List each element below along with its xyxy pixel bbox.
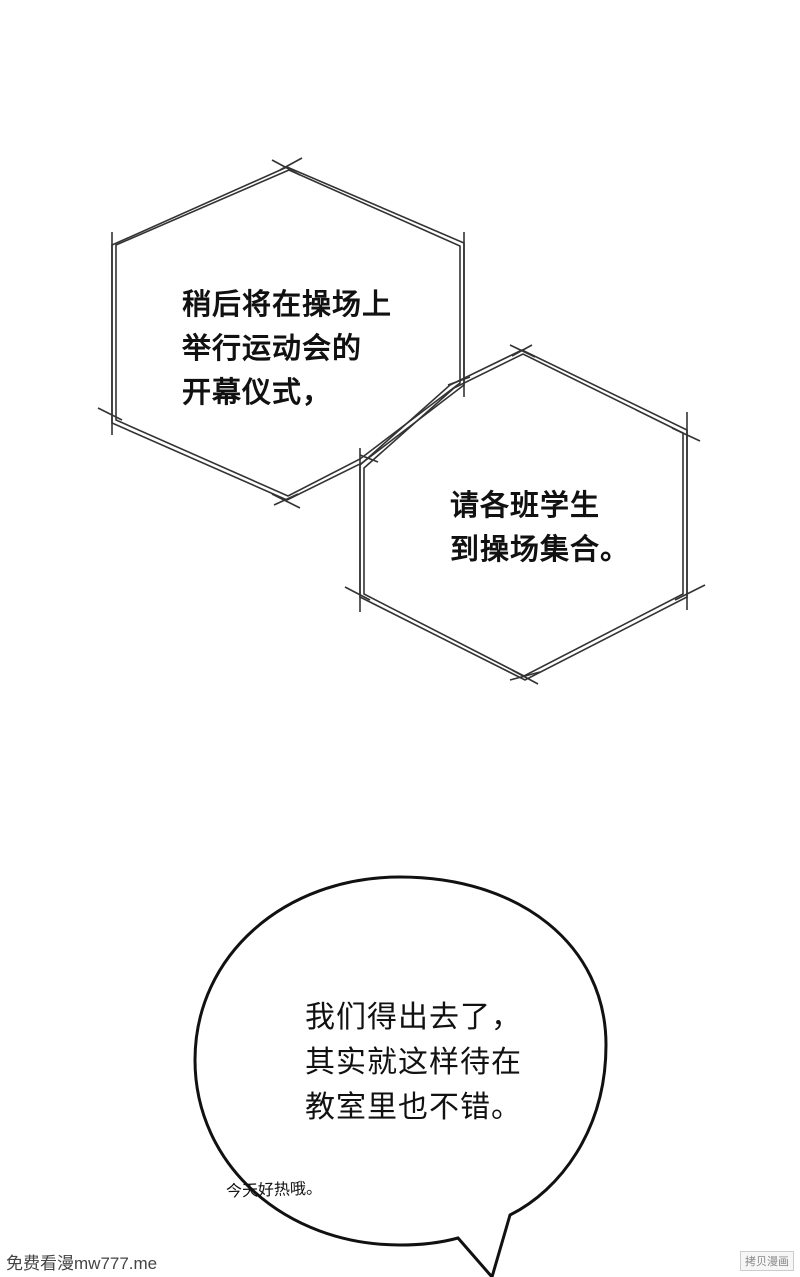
whisper-text: 今天好热哦。 <box>225 1178 323 1201</box>
speech-line: 教室里也不错。 <box>305 1090 522 1125</box>
announcement-line: 开幕仪式， <box>182 375 333 409</box>
corner-stamp: 拷贝漫画 <box>740 1251 794 1271</box>
announcement-line: 稍后将在操场上 <box>182 287 393 321</box>
announcement-text-1: 稍后将在操场上 举行运动会的 开幕仪式， <box>182 282 392 414</box>
speech-bubble <box>193 875 608 1277</box>
site-watermark: 免费看漫mw777.me <box>0 1251 164 1277</box>
speech-line: 其实就这样待在 <box>305 1045 522 1080</box>
announcement-line: 请各班学生 <box>450 488 601 522</box>
announcement-line: 到操场集合。 <box>450 532 631 566</box>
announcement-frame-2 <box>344 344 706 685</box>
speech-line: 我们得出去了， <box>305 1000 522 1035</box>
announcement-line: 举行运动会的 <box>182 331 363 365</box>
speech-text: 我们得出去了， 其实就这样待在 教室里也不错。 <box>305 995 522 1130</box>
announcement-text-2: 请各班学生 到操场集合。 <box>450 483 630 571</box>
